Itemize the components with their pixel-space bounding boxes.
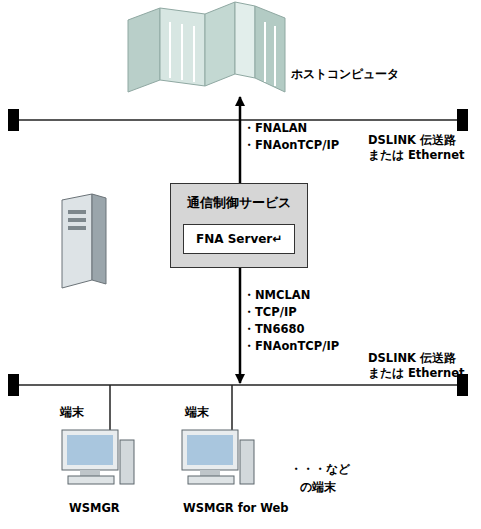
annotation-label: の端末	[300, 480, 336, 495]
annotation-label: DSLINK 伝送路	[368, 133, 456, 148]
node-heading: 通信制御サービス	[171, 194, 307, 212]
annotation-label: ・FNAonTCP/IP	[243, 339, 339, 354]
node-label: WSMGR	[69, 501, 120, 515]
annotation-label: ・NMCLAN	[243, 288, 310, 303]
annotation-label: ・FNAonTCP/IP	[243, 138, 339, 153]
annotation-label: ・・・など	[290, 462, 350, 477]
annotation-label: または Ethernet	[368, 366, 465, 381]
drop-line	[109, 385, 111, 430]
pc-illustration	[182, 430, 254, 484]
bus-terminator	[457, 109, 468, 131]
bus-line	[14, 119, 462, 121]
bus-terminator	[8, 109, 19, 131]
pc-illustration	[62, 430, 134, 484]
connector-arrow	[239, 97, 242, 183]
terminal: 端末WSMGR for Web	[165, 401, 285, 521]
node-heading: 端末	[185, 405, 209, 420]
bus-terminator	[8, 374, 19, 396]
server-tower-illustration	[62, 194, 106, 288]
service-box: 通信制御サービス FNA Server↵	[170, 183, 308, 268]
annotation-label: ・TCP/IP	[243, 305, 297, 320]
node-heading: ホストコンピュータ	[291, 66, 399, 83]
bus-line	[14, 384, 462, 386]
arrow-line	[239, 268, 242, 383]
annotation-label: DSLINK 伝送路	[368, 351, 456, 366]
annotation-label: ・TN6680	[243, 322, 304, 337]
annotation-label: ・FNALAN	[243, 121, 307, 136]
drop-line	[231, 385, 233, 430]
terminal: 端末 WSMGR	[45, 403, 145, 521]
node-heading: 端末	[60, 405, 84, 420]
server-box: FNA Server↵	[183, 224, 295, 254]
host-computer-illustration	[128, 2, 285, 92]
node-heading: FNA Server↵	[196, 232, 282, 246]
node-label: WSMGR for Web	[183, 501, 289, 515]
annotation-label: または Ethernet	[368, 148, 465, 163]
host-computer: ホストコンピュータ	[115, 0, 435, 97]
